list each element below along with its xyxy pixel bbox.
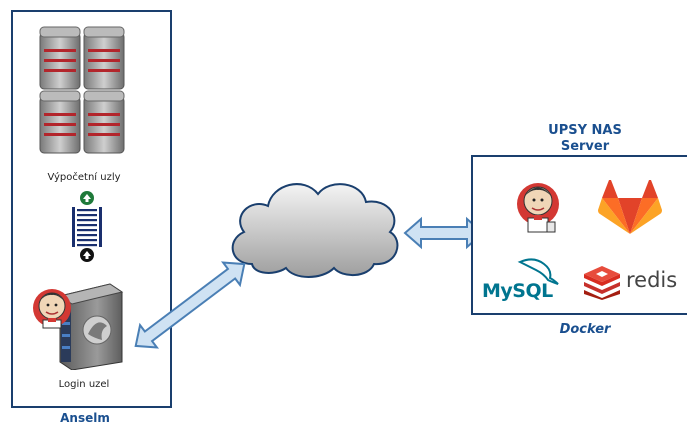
login-node-icon	[33, 283, 124, 370]
server-rack-icon	[83, 26, 125, 90]
jenkins-icon	[33, 289, 71, 329]
compute-nodes-label: Výpočetní uzly	[47, 172, 121, 183]
jenkins-icon	[517, 183, 559, 233]
double-arrow-icon	[134, 261, 246, 349]
nas-title-line1: UPSY NAS	[548, 123, 622, 138]
redis-icon: redis	[582, 264, 682, 304]
queue-icon	[72, 191, 102, 262]
cloud-icon	[231, 183, 399, 278]
mysql-wordmark: MySQL	[482, 280, 553, 302]
redis-cube-icon	[584, 266, 620, 300]
gitlab-icon	[598, 180, 662, 234]
mysql-icon: MySQL	[482, 256, 562, 302]
server-rack-icon	[39, 26, 81, 90]
server-rack-icon	[83, 90, 125, 154]
server-tower-icon	[58, 283, 124, 370]
login-node-label: Login uzel	[58, 379, 110, 390]
compute-nodes-group	[39, 26, 125, 154]
server-rack-icon	[39, 90, 81, 154]
nas-title-line2: Server	[560, 139, 610, 154]
redis-wordmark: redis	[626, 268, 678, 292]
dolphin-icon	[517, 258, 559, 285]
docker-caption: Docker	[559, 322, 611, 337]
anselm-caption: Anselm	[60, 411, 110, 425]
